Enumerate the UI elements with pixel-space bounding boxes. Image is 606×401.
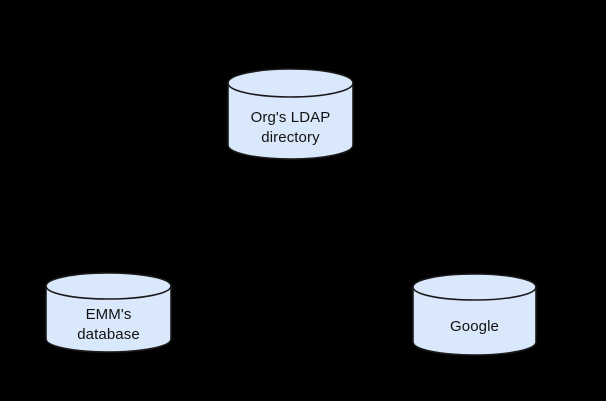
cylinder-shape-icon: [412, 273, 537, 356]
database-node-ldap[interactable]: Org's LDAP directory: [227, 68, 354, 160]
database-node-emm[interactable]: EMM's database: [45, 272, 172, 353]
cylinder-shape-icon: [227, 68, 354, 160]
cylinder-shape-icon: [45, 272, 172, 353]
database-node-google[interactable]: Google: [412, 273, 537, 356]
